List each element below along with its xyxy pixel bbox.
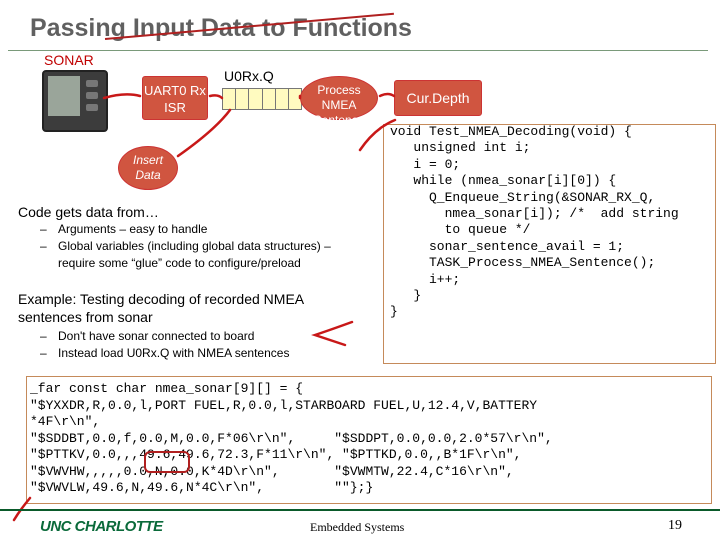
sonar-device-image [42, 70, 108, 132]
sonar-screen [48, 76, 80, 116]
process-nmea-label: Process NMEA Sentence [313, 83, 365, 127]
footer-rule [0, 509, 720, 511]
queue-slot [223, 89, 237, 109]
dash: – [40, 329, 47, 343]
arrow-process-to-curdepth [378, 92, 396, 98]
queue-slot [263, 89, 276, 109]
unc-charlotte-logo: UNC CHARLOTTE [40, 518, 163, 535]
queue-slot [236, 89, 250, 109]
arrow-uart-to-queue [208, 94, 224, 100]
sub-bullet-text: Arguments – easy to handle [58, 222, 208, 236]
uart-isr-box: UART0 Rx ISR [142, 76, 208, 120]
highlight-annotation [144, 451, 190, 473]
bullet-example: Example: Testing decoding of recorded NM… [18, 291, 304, 325]
process-nmea-ellipse: Process NMEA Sentence [300, 76, 378, 127]
slide-title: Passing Input Data to Functions [30, 14, 412, 42]
queue-slot [276, 89, 289, 109]
title-divider [8, 50, 708, 51]
page-number: 19 [668, 518, 682, 533]
curdepth-box: Cur.Depth [394, 80, 482, 116]
queue-label: U0Rx.Q [224, 68, 274, 84]
sub-bullet-text: Global variables (including global data … [58, 239, 331, 270]
test-function-code: void Test_NMEA_Decoding(void) { unsigned… [390, 124, 679, 320]
footer-course-title: Embedded Systems [310, 520, 405, 534]
nmea-data-panel [26, 376, 712, 504]
curdepth-label: Cur.Depth [406, 90, 470, 106]
arrow-example-to-code [311, 320, 354, 347]
sub-bullet-text: Don't have sonar connected to board [58, 329, 255, 343]
arrow-insert-to-queue [176, 108, 232, 158]
sonar-label: SONAR [44, 52, 94, 68]
dash: – [40, 239, 47, 253]
queue-slot [249, 89, 263, 109]
sub-bullet: – Arguments – easy to handle [40, 221, 358, 238]
sub-bullet-text: Instead load U0Rx.Q with NMEA sentences [58, 346, 290, 360]
nmea-data-code: _far const char nmea_sonar[9][] = { "$YX… [30, 381, 553, 495]
arrow-sonar-to-uart [102, 93, 142, 100]
arrow-to-test-function [358, 118, 397, 152]
uart-isr-label: UART0 Rx ISR [144, 83, 206, 115]
device-button [86, 80, 98, 87]
dash: – [40, 346, 47, 360]
sub-bullet: – Global variables (including global dat… [40, 238, 358, 272]
device-button [86, 92, 98, 99]
insert-data-ellipse: Insert Data [118, 146, 178, 190]
dash: – [40, 222, 47, 236]
sub-bullet: – Don't have sonar connected to board [40, 328, 255, 345]
bullet-code-gets-data: Code gets data from… [18, 204, 159, 220]
device-button [86, 104, 98, 111]
code-panel [383, 124, 716, 364]
insert-data-label: Insert Data [132, 153, 163, 182]
sub-bullet: – Instead load U0Rx.Q with NMEA sentence… [40, 345, 290, 362]
